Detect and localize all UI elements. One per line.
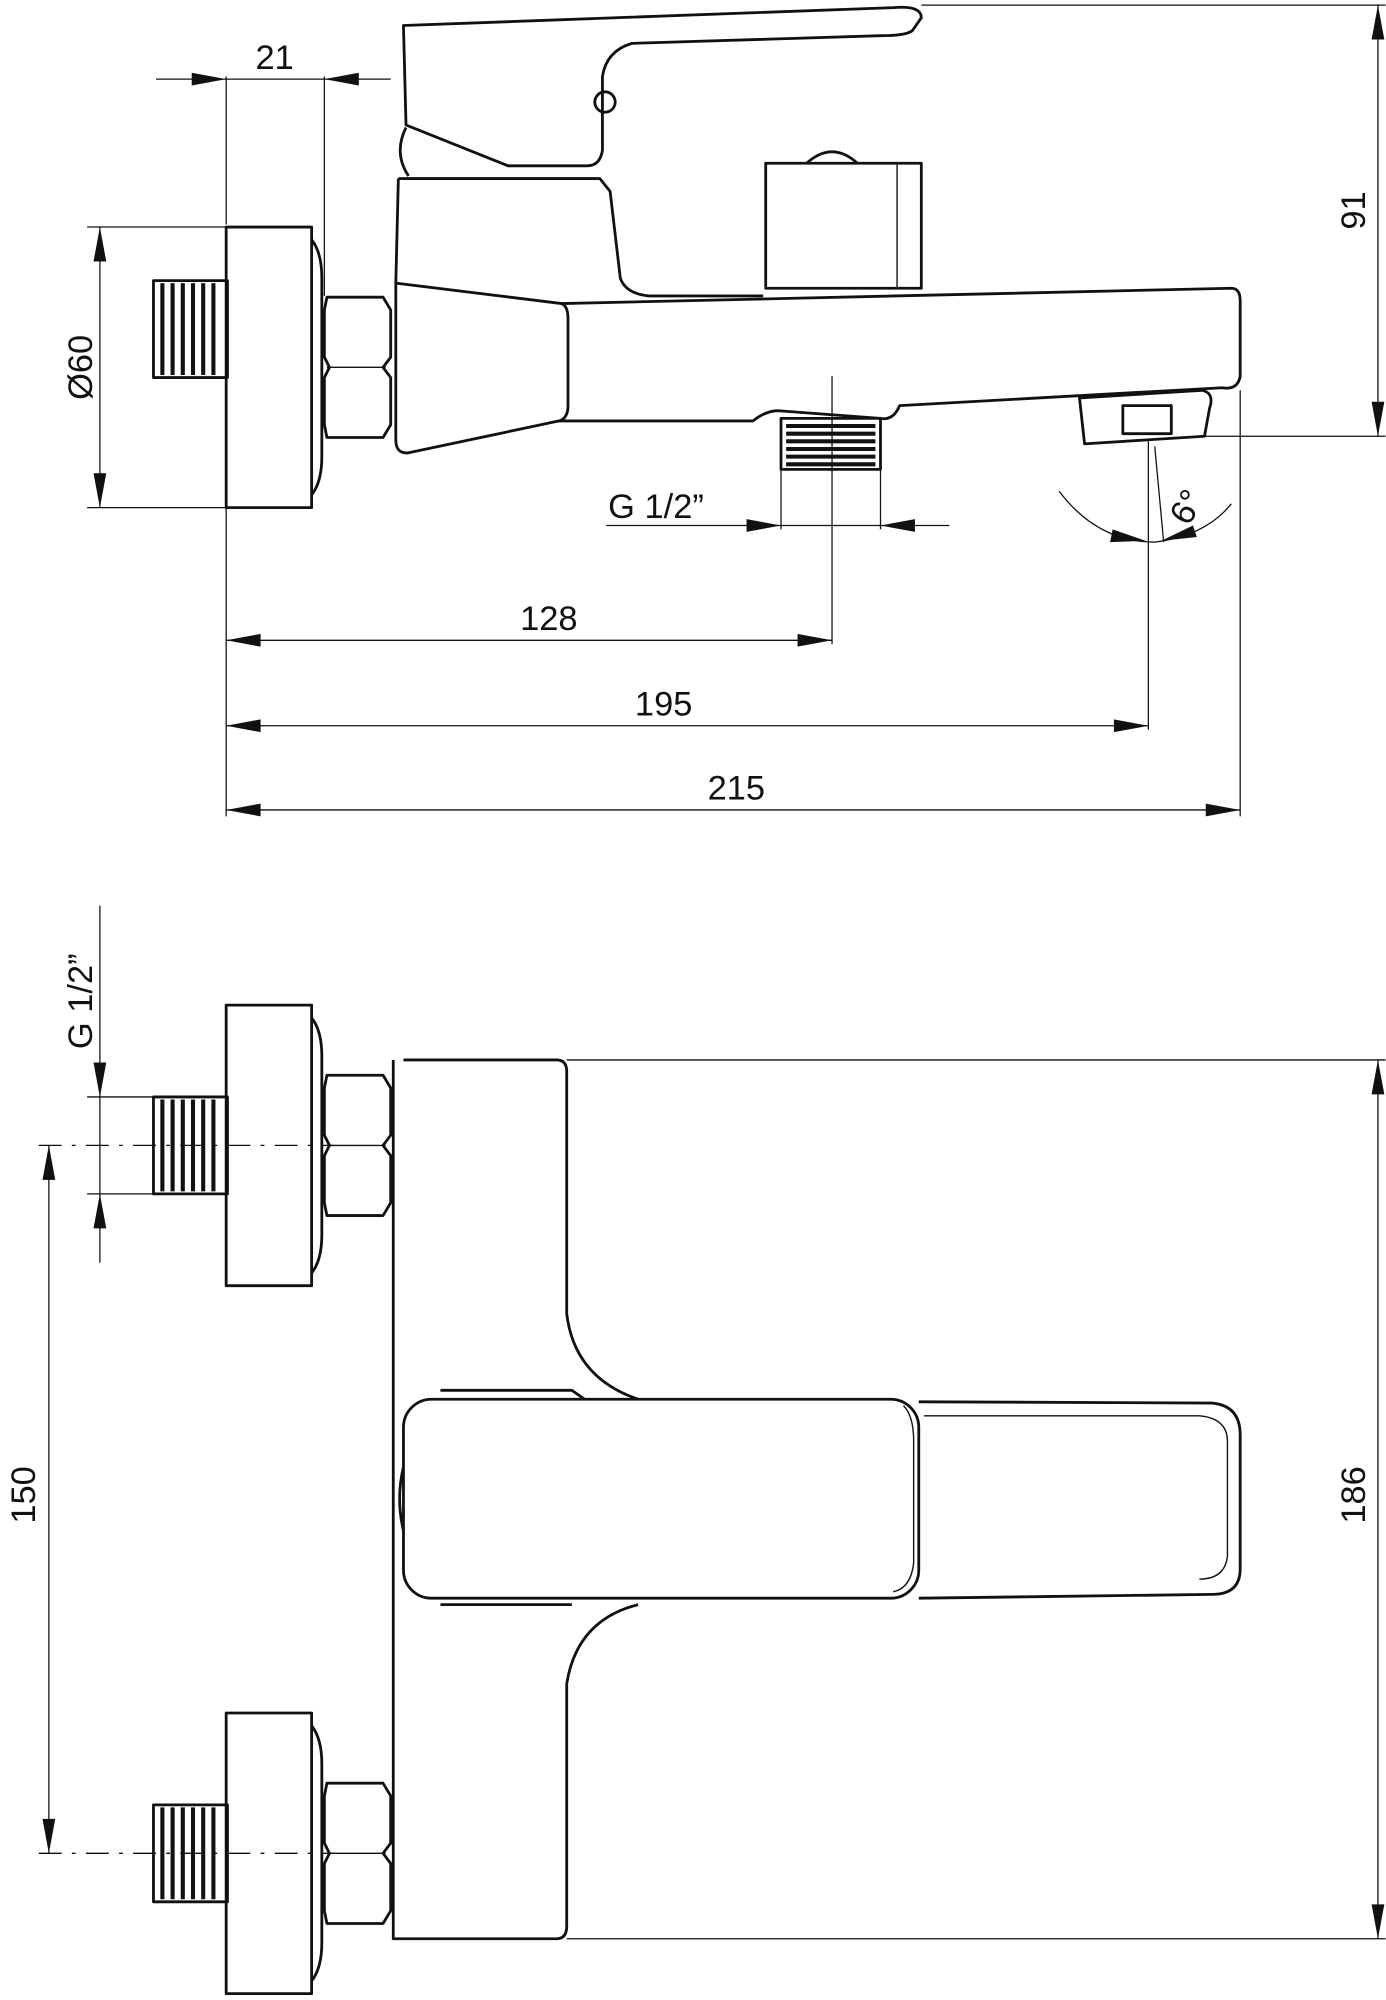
dim-outlet-thread: G 1/2” [608,488,704,526]
dim-total-length: 215 [708,770,765,808]
wall-rosette [224,225,324,510]
dim-inlet-spacing: 150 [5,1466,43,1523]
top-view: G 1/2” 150 186 [5,905,1386,1996]
dim-inlet-thread: G 1/2” [62,953,100,1049]
mixer-body-top [391,1058,1242,1941]
inlet-thread [153,281,227,378]
dim-spout-distance: 195 [635,686,692,724]
dim-spout-angle: 6° [1163,483,1212,531]
top-dimensions: G 1/2” 150 186 [5,905,1386,1940]
dim-nut-width: 21 [255,39,293,77]
dim-rosette-diameter: Ø60 [62,335,100,400]
dim-outlet-distance: 128 [520,600,577,638]
dim-body-width: 186 [1335,1466,1373,1523]
side-view: 21 Ø60 91 G 1/2” 128 195 215 6° [62,4,1386,817]
mixer-body-side [394,5,1242,471]
dim-height: 91 [1335,191,1373,229]
connector-nut [322,295,393,439]
side-dimensions: 21 Ø60 91 G 1/2” 128 195 215 6° [62,4,1386,817]
